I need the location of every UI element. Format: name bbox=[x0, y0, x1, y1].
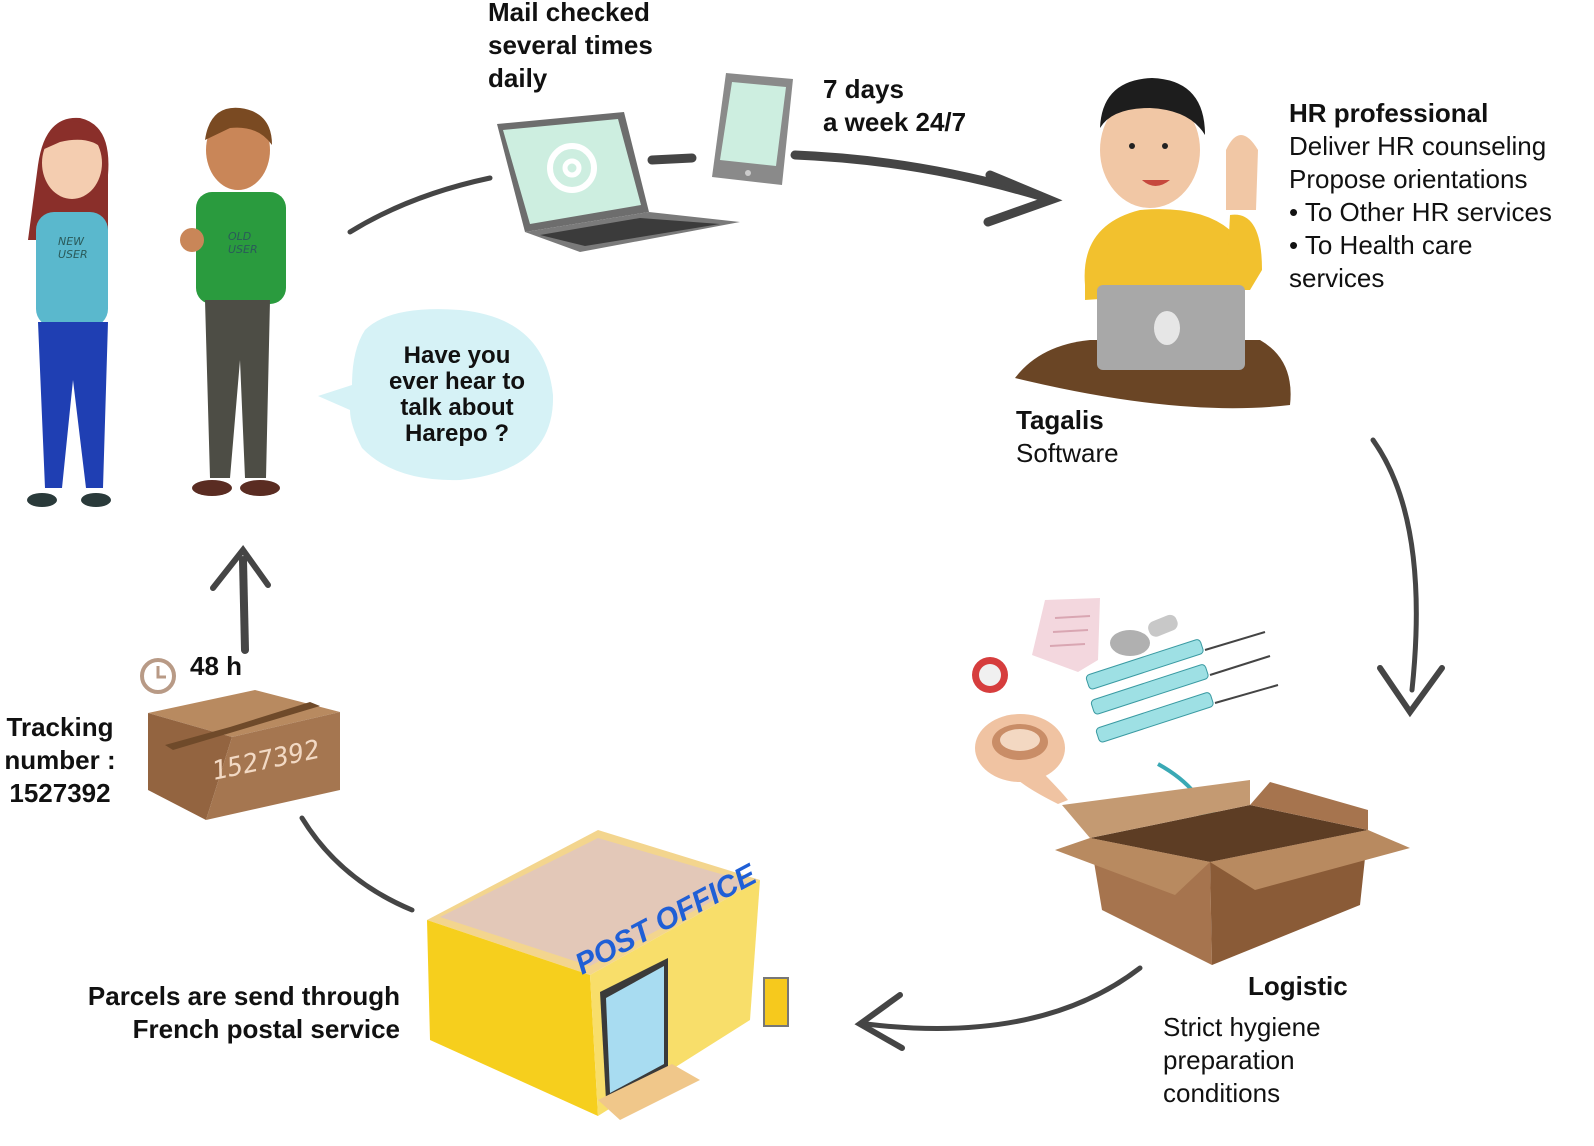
logistic-line-2: preparation bbox=[1163, 1045, 1295, 1075]
arrow-post-head bbox=[854, 992, 905, 1051]
hr-line-4: • To Health care bbox=[1289, 230, 1473, 260]
arrow-users-head bbox=[210, 545, 271, 591]
speech-line-4: Harepo ? bbox=[404, 420, 509, 447]
closed-parcel-icon: 1527392 bbox=[148, 690, 340, 820]
arrow-logistic-to-post bbox=[863, 965, 1143, 1031]
hr-title: HR professional bbox=[1289, 98, 1489, 128]
clock-icon bbox=[140, 658, 176, 694]
arrow-hr-head bbox=[983, 170, 1063, 227]
software-label: Software bbox=[1016, 438, 1119, 468]
hr-line-1: Deliver HR counseling bbox=[1289, 131, 1547, 161]
logistic-line-1: Strict hygiene bbox=[1163, 1012, 1321, 1042]
cycle-arrows bbox=[210, 150, 1445, 1051]
syringe-3 bbox=[1095, 684, 1279, 743]
tracking-line2: number : bbox=[4, 745, 116, 775]
syringe-2 bbox=[1090, 655, 1271, 715]
new-user-shirt-line2: USER bbox=[58, 248, 88, 261]
new-user-shirt-line1: NEW bbox=[58, 235, 85, 248]
arrow-hr-to-logistic bbox=[1370, 437, 1419, 693]
tape-roll bbox=[975, 714, 1068, 804]
tablet-icon bbox=[712, 73, 793, 185]
hr-line-3: • To Other HR services bbox=[1289, 197, 1552, 227]
postal-line2: French postal service bbox=[132, 1014, 400, 1044]
speech-line-2: ever hear to bbox=[388, 368, 526, 395]
arrow-logistic-head bbox=[1377, 665, 1445, 718]
tracking-line1: Tracking bbox=[6, 712, 114, 742]
arc-post-to-box bbox=[299, 815, 415, 913]
new-user-figure: NEW USER bbox=[27, 117, 111, 507]
hr-professional-figure bbox=[1015, 78, 1291, 409]
arc-laptop-to-tablet bbox=[647, 153, 697, 165]
mail-check-line2: several times bbox=[488, 30, 653, 60]
open-box-icon bbox=[1055, 780, 1410, 965]
old-user-shirt-line1: OLD bbox=[228, 230, 251, 243]
old-user-shirt-line2: USER bbox=[228, 243, 258, 256]
syringe-1 bbox=[1085, 631, 1266, 690]
hr-line-2: Propose orientations bbox=[1289, 164, 1528, 194]
software-name: Tagalis bbox=[1016, 405, 1104, 435]
hr-line-5: services bbox=[1289, 263, 1385, 293]
delivery-time-label: 48 h bbox=[190, 651, 243, 681]
postal-line1: Parcels are send through bbox=[87, 981, 400, 1011]
mail-check-line3: daily bbox=[488, 63, 548, 93]
arc-users-to-laptop bbox=[347, 175, 493, 235]
speech-bubble-text: Have you ever hear to talk about Harepo … bbox=[372, 343, 542, 447]
availability-line1: 7 days bbox=[823, 74, 904, 104]
speech-bubble bbox=[318, 309, 554, 481]
post-office-building: POST OFFICE bbox=[427, 830, 789, 1120]
speech-line-3: talk about bbox=[400, 394, 514, 421]
laptop-mail-icon bbox=[497, 112, 740, 252]
logistic-title: Logistic bbox=[1248, 971, 1348, 1001]
availability-line2: a week 24/7 bbox=[823, 107, 967, 137]
tracking-line3: 1527392 bbox=[9, 778, 111, 808]
logistic-line-3: conditions bbox=[1163, 1078, 1281, 1108]
speech-line-1: Have you bbox=[403, 342, 511, 369]
arrow-box-to-users bbox=[239, 556, 249, 654]
mail-check-line1: Mail checked bbox=[488, 0, 650, 27]
arrow-tablet-to-hr bbox=[790, 150, 1045, 201]
medical-supplies bbox=[972, 598, 1279, 838]
old-user-figure: OLD USER bbox=[180, 107, 286, 496]
